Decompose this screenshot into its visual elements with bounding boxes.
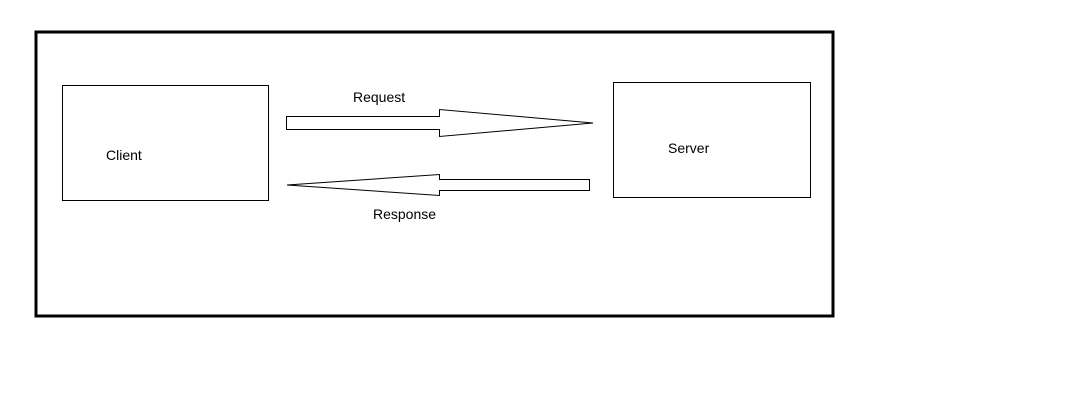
server-box xyxy=(613,82,811,198)
response-arrow-shape xyxy=(286,173,590,197)
client-label: Client xyxy=(106,147,142,163)
request-arrow-shape xyxy=(286,108,594,138)
server-node: Server xyxy=(613,82,811,198)
server-label: Server xyxy=(668,140,710,156)
response-arrow: Response xyxy=(286,173,590,222)
client-box xyxy=(62,85,269,201)
request-label: Request xyxy=(353,89,405,105)
request-arrow: Request xyxy=(286,89,594,138)
response-label: Response xyxy=(373,206,436,222)
client-node: Client xyxy=(62,85,269,201)
